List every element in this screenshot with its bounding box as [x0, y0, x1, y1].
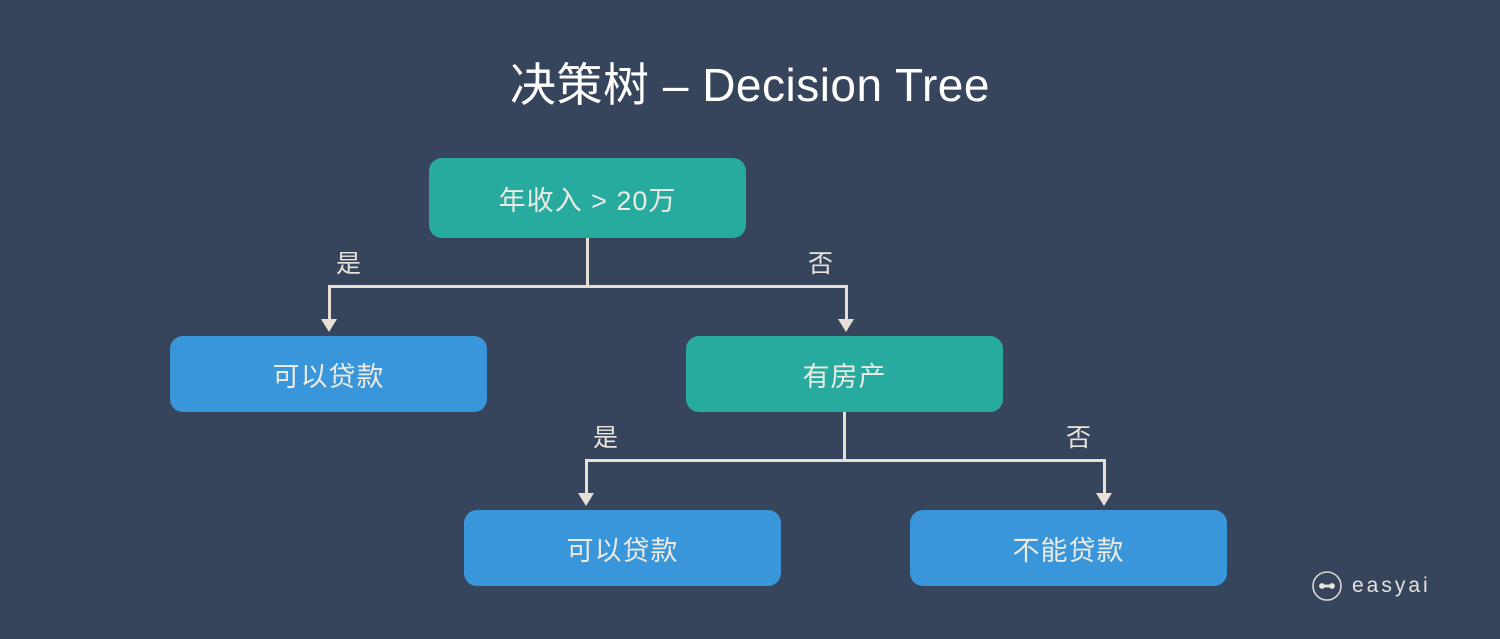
connector-level2-right-drop [1103, 459, 1106, 495]
connector-level1-bar [328, 285, 847, 288]
arrowhead-level2-right [1096, 493, 1112, 506]
arrowhead-level2-left [578, 493, 594, 506]
easyai-circle-icon [1312, 571, 1342, 601]
node-level3-right-label: 不能贷款 [1012, 535, 1125, 566]
arrowhead-level1-left [321, 319, 337, 332]
node-level3-left-leaf[interactable]: 可以贷款 [464, 510, 781, 586]
connector-level2-bar [585, 459, 1106, 462]
node-level2-left-leaf[interactable]: 可以贷款 [170, 336, 487, 412]
node-level3-right-leaf[interactable]: 不能贷款 [910, 510, 1227, 586]
edge-label-root-yes: 是 [336, 250, 362, 278]
arrowhead-level1-right [838, 319, 854, 332]
edge-label-root-no: 否 [808, 250, 834, 278]
easyai-logo-text: easyai [1352, 574, 1431, 597]
easyai-logo[interactable]: easyai [1311, 570, 1431, 602]
edge-label-branch-no: 否 [1066, 424, 1092, 452]
node-level2-right-decision[interactable]: 有房产 [686, 336, 1003, 412]
connector-level2-left-drop [585, 459, 588, 495]
connector-branch-stem [843, 412, 846, 460]
node-level2-left-label: 可以贷款 [272, 361, 385, 392]
connector-level1-left-drop [328, 285, 331, 321]
edge-label-branch-yes: 是 [593, 424, 619, 452]
node-level3-left-label: 可以贷款 [566, 535, 679, 566]
connector-level1-right-drop [845, 285, 848, 321]
node-root-label: 年收入 > 20万 [498, 185, 677, 216]
node-level2-right-label: 有房产 [802, 361, 887, 392]
node-root-decision[interactable]: 年收入 > 20万 [429, 158, 746, 238]
connector-root-stem [586, 238, 589, 286]
page-title: 决策树 – Decision Tree [510, 59, 990, 111]
